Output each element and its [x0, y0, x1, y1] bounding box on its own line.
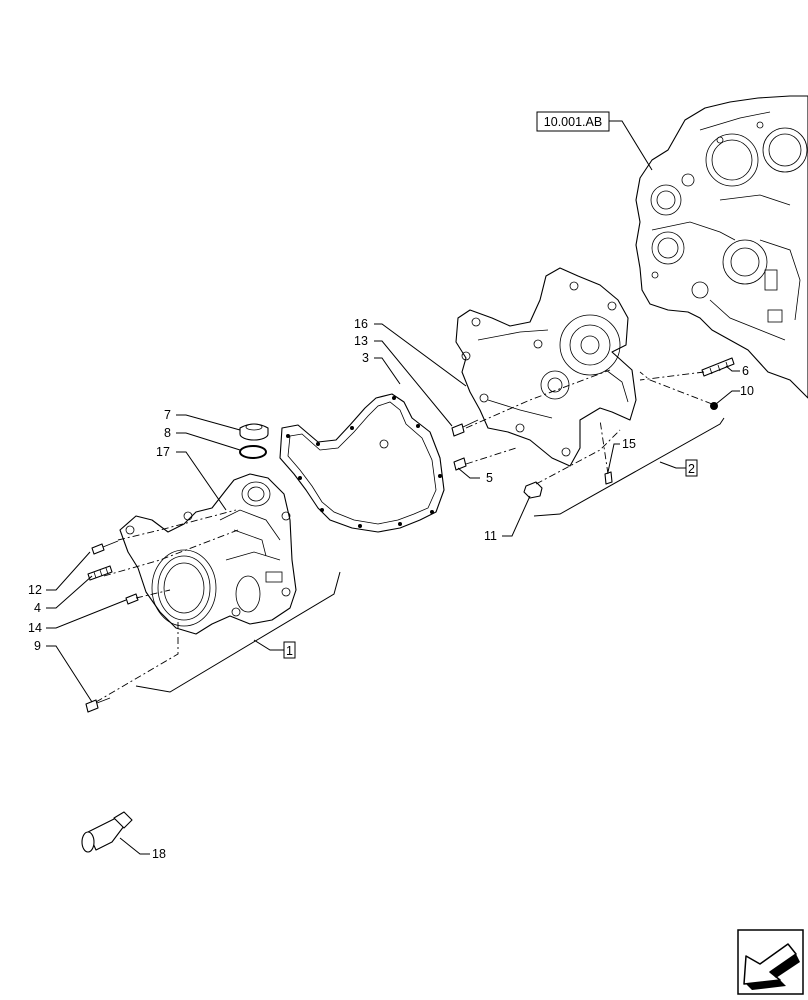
group-bracket-2: [533, 417, 725, 517]
callout-7[interactable]: 7: [164, 408, 171, 422]
sealant-tube: [81, 811, 133, 853]
group-label-2[interactable]: 2: [685, 459, 698, 477]
leader-reference: [609, 120, 653, 171]
callout-12[interactable]: 12: [28, 583, 42, 597]
dowel-15: [604, 471, 613, 485]
o-ring: [239, 445, 267, 459]
callout-5[interactable]: 5: [486, 471, 493, 485]
timing-housing: [455, 267, 637, 467]
callout-4[interactable]: 4: [34, 601, 41, 615]
arrow-down-left-icon[interactable]: [737, 929, 804, 995]
group-label-2-text: 2: [688, 462, 695, 476]
group-bracket-1: [135, 571, 341, 693]
bolt-9: [85, 697, 111, 713]
bolt-5: [453, 457, 467, 471]
bolt-12: [91, 540, 119, 555]
engine-block: [635, 95, 808, 399]
assembly-lines: [95, 369, 713, 703]
callout-13[interactable]: 13: [354, 334, 368, 348]
callout-16[interactable]: 16: [354, 317, 368, 331]
callout-15[interactable]: 15: [622, 437, 636, 451]
reference-box-label: 10.001.AB: [544, 115, 602, 129]
gasket: [279, 393, 445, 533]
callout-3[interactable]: 3: [362, 351, 369, 365]
callout-labels: 16 13 3 7 8 17 12 4 14 9 5 11 6 10 15 18: [28, 317, 754, 861]
callout-6[interactable]: 6: [742, 364, 749, 378]
group-label-1-text: 1: [286, 644, 293, 658]
callout-8[interactable]: 8: [164, 426, 171, 440]
callout-11[interactable]: 11: [484, 529, 497, 543]
stud-4: [87, 565, 113, 581]
callout-18[interactable]: 18: [152, 847, 166, 861]
plug-11: [523, 481, 543, 499]
reference-box[interactable]: 10.001.AB: [536, 111, 610, 132]
group-label-1[interactable]: 1: [283, 641, 296, 659]
leader-lines: [46, 323, 740, 855]
filler-cap: [239, 423, 269, 441]
bolt-14: [125, 593, 139, 605]
callout-17[interactable]: 17: [156, 445, 170, 459]
callout-9[interactable]: 9: [34, 639, 41, 653]
callout-14[interactable]: 14: [28, 621, 42, 635]
callout-10[interactable]: 10: [740, 384, 754, 398]
bolt-16: [451, 419, 479, 437]
stud-6: [701, 357, 735, 377]
front-cover: [119, 473, 297, 635]
